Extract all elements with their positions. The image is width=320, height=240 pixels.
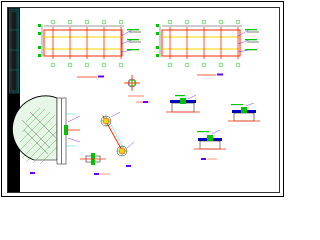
sheet-frame [1,1,284,197]
node-b [12,95,81,174]
section-3 [194,129,226,160]
plan-left [38,19,141,78]
section-1 [166,94,200,113]
beam-section-small [80,153,110,175]
node-d [166,94,260,160]
title-strip [8,8,20,192]
section-2 [228,102,260,122]
node-c [100,111,135,167]
plan-right [156,19,259,76]
cad-drawing-sheet [1,1,284,197]
node-a [124,75,150,103]
